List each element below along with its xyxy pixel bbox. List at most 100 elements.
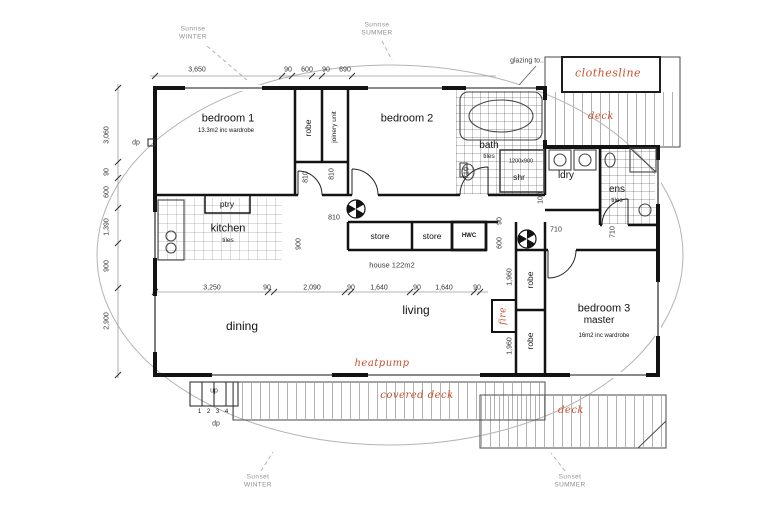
room-label-robe-b3-lower: robe <box>524 332 535 350</box>
dim-left-2: 600 <box>103 186 111 198</box>
covered-deck-planks <box>233 383 544 419</box>
hwc-cupboard <box>450 220 488 252</box>
toilet-tank <box>459 162 468 178</box>
dim-left-0: 3,060 <box>103 126 111 144</box>
room-label-ldry: ldry <box>557 170 575 181</box>
room-sub-bath-tiles: tiles <box>483 152 495 160</box>
dim-ldry: 710 <box>550 226 562 234</box>
room-label-living: living <box>402 303 430 317</box>
sun-line: WINTER <box>178 34 208 41</box>
sun-line: WINTER <box>243 482 273 489</box>
kitchen-tile-area <box>158 198 282 260</box>
room-label-shr: shr <box>513 171 525 182</box>
room-sub-kitchen-tiles: tiles <box>222 236 234 244</box>
sun-line: Sunrise <box>180 25 206 33</box>
room-label-store-2: store <box>422 230 442 241</box>
fixtures <box>147 91 657 407</box>
pantry-cupboard <box>204 194 251 214</box>
dim-hall: 810 <box>328 214 340 222</box>
dim-top-3: 90 <box>322 66 330 74</box>
covered-deck-label: covered deck <box>380 390 454 401</box>
room-label-ptry: ptry <box>219 198 235 209</box>
room-label-joinery-unit: joinery unit <box>330 111 338 143</box>
dim-left-5: 2,900 <box>103 312 111 330</box>
dim-mid-5: 90 <box>413 284 421 292</box>
glazing-leader <box>518 65 537 86</box>
dim-ens-pass: 710 <box>609 226 617 238</box>
shower-size-label: 1200x900 <box>508 158 534 165</box>
dim-left-4: 900 <box>103 260 111 272</box>
sun-label-sunrise-winter: Sunrise WINTER <box>179 26 207 43</box>
dim-left-1: 90 <box>103 168 111 176</box>
fan-symbol-living <box>517 229 537 249</box>
dim-bath-door: 710 <box>463 167 471 179</box>
deck-top-label: deck <box>588 111 614 122</box>
room-sub-master: master <box>583 315 615 326</box>
dim-left-3: 1,390 <box>103 218 111 236</box>
sun-path <box>96 40 684 472</box>
room-label-store-1: store <box>370 230 390 241</box>
sun-label-sunset-summer: Sunset SUMMER <box>554 474 585 491</box>
room-label-bedroom3: bedroom 3 <box>577 302 631 315</box>
sun-label-sunset-winter: Sunset WINTER <box>244 474 272 491</box>
fireplace-box <box>491 299 517 333</box>
stair-treads <box>201 382 227 406</box>
windows <box>152 85 661 378</box>
deck-outlines <box>232 56 681 449</box>
fan-symbol-hall <box>346 199 366 219</box>
room-label-bedroom1: bedroom 1 <box>201 112 255 125</box>
laundry-tub <box>573 149 597 171</box>
kitchen-sink-2 <box>165 242 177 254</box>
dim-top-2: 600 <box>301 66 313 74</box>
bottom-deck-planks <box>481 396 665 447</box>
room-label-kitchen: kitchen <box>210 222 246 235</box>
dim-pass-600: 600 <box>496 237 504 249</box>
doors <box>297 166 629 279</box>
ens-tile-area <box>601 149 657 224</box>
dim-door-b: 810 <box>328 168 336 180</box>
dim-top-4: 690 <box>339 66 351 74</box>
sun-line: SUMMER <box>554 482 586 489</box>
dim-pass-90: 90 <box>496 217 504 225</box>
fire-label: fire <box>498 307 509 325</box>
ens-shower <box>629 147 657 173</box>
room-sub-bedroom3-area: 16m2 inc wardrobe <box>578 333 630 339</box>
dim-top-1: 90 <box>284 66 292 74</box>
dim-robe-lower: 1,960 <box>506 337 514 355</box>
kitchen-counter <box>157 199 185 261</box>
shower-box <box>499 149 545 193</box>
dim-mid-0: 3,250 <box>203 284 221 292</box>
dim-mid-7: 90 <box>473 284 481 292</box>
room-label-robe-top: robe <box>302 119 313 137</box>
ens-basin <box>638 203 652 217</box>
laundry-washer <box>548 149 572 171</box>
dp-label-left: dp <box>132 139 140 147</box>
heatpump-label: heatpump <box>354 358 410 369</box>
dim-mid-2: 2,090 <box>303 284 321 292</box>
room-label-ens: ens <box>608 184 626 195</box>
sun-line: Sunrise <box>364 21 390 29</box>
glazing-note: glazing to.. <box>510 57 544 65</box>
dim-door-a: 810 <box>302 171 310 183</box>
dp-label-bottom: dp <box>212 420 220 428</box>
dim-hall-end: 100 <box>537 192 545 204</box>
walls-exterior <box>153 86 660 377</box>
room-sub-bedroom1: 13.3m2 inc wardrobe <box>197 128 255 134</box>
house-area-note: house 122m2 <box>369 260 415 270</box>
sun-line: Sunset <box>246 473 270 481</box>
bath-tub <box>459 91 543 141</box>
downpipe-marker <box>147 138 156 147</box>
stair-numbers: 1 2 3 4 <box>197 409 231 415</box>
ens-shower-diagonal <box>629 147 657 173</box>
kitchen-sink-1 <box>165 230 177 242</box>
room-label-robe-b3-upper: robe <box>524 271 535 289</box>
dim-mid-4: 1,640 <box>370 284 388 292</box>
dim-kitchen: 900 <box>295 238 303 250</box>
sun-label-sunrise-summer: Sunrise SUMMER <box>361 22 392 39</box>
washer-drum <box>553 153 567 167</box>
room-label-dining: dining <box>225 319 259 333</box>
ens-toilet <box>604 152 616 168</box>
sun-line: Sunset <box>558 473 582 481</box>
dimension-lines <box>117 75 496 378</box>
